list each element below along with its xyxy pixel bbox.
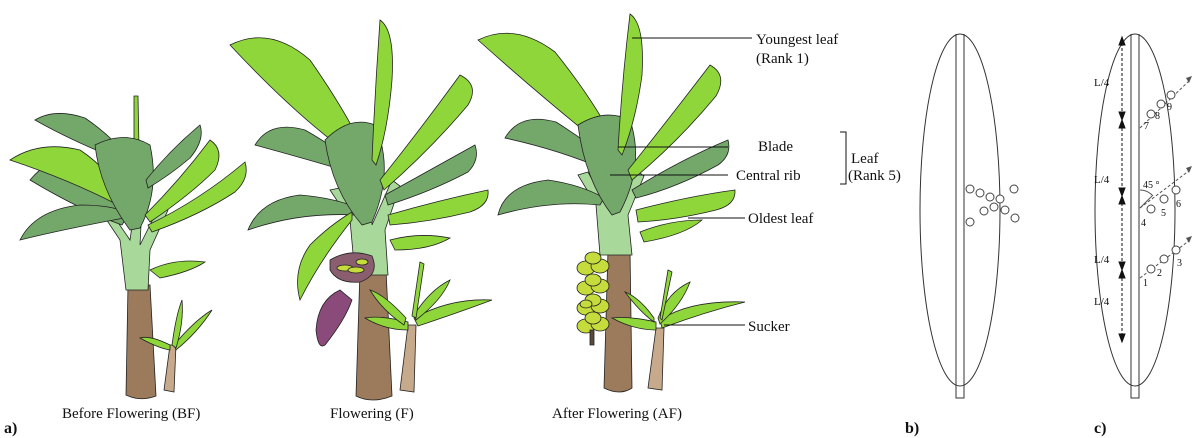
leaf-blade: [636, 190, 735, 222]
central-rib-label: Central rib: [736, 168, 801, 184]
sucker: [648, 328, 664, 390]
point-8: [1157, 100, 1165, 108]
segment-label: L/4: [1094, 254, 1110, 266]
blade-label: Blade: [758, 139, 793, 155]
caption-after-flowering: After Flowering (AF): [552, 406, 682, 422]
point-9: [1167, 91, 1175, 99]
panel-label-a: a): [4, 420, 17, 437]
point-number: 6: [1176, 199, 1181, 210]
leaf-rank-label: (Rank 5): [848, 168, 901, 184]
sampling-points-b: [966, 185, 1019, 226]
leaf-blade: [150, 261, 205, 278]
point-number: 3: [1177, 258, 1182, 269]
midrib: [1131, 34, 1139, 398]
panel-label-c: c): [1094, 420, 1106, 437]
segment-label: L/4: [1094, 77, 1110, 89]
point-number: 4: [1141, 218, 1146, 229]
youngest-leaf-rank-label: (Rank 1): [756, 51, 809, 67]
banana-stalk: [590, 330, 594, 345]
point-number: 2: [1157, 268, 1162, 279]
length-markers: [1119, 37, 1125, 342]
sucker-label: Sucker: [748, 319, 790, 335]
plant-before-flowering: [10, 96, 246, 399]
leaf-diagram-b: [920, 34, 1000, 398]
oldest-leaf-label: Oldest leaf: [748, 211, 813, 227]
leaf-blade: [390, 235, 450, 250]
arrow-down: [1119, 334, 1125, 342]
sucker: [164, 345, 176, 392]
youngest-leaf-label: Youngest leaf: [756, 32, 838, 48]
segment-label: L/4: [1094, 174, 1110, 186]
point-7: [1147, 110, 1155, 118]
point-number: 8: [1155, 111, 1160, 122]
plant-flowering: [230, 20, 492, 400]
panel-label-b: b): [905, 420, 919, 437]
leaf-bracket: [840, 132, 846, 184]
caption-flowering: Flowering (F): [330, 406, 414, 422]
sucker: [400, 325, 416, 392]
leaf-label: Leaf: [851, 151, 878, 167]
point-number: 9: [1167, 102, 1172, 113]
point-number: 1: [1143, 278, 1148, 289]
point-number: 5: [1161, 208, 1166, 219]
direction-arrows: [1186, 76, 1192, 243]
plant-after-flowering: [478, 14, 745, 392]
point-3: [1172, 246, 1180, 254]
segment-label: L/4: [1094, 296, 1110, 308]
banana-bunch: [577, 252, 609, 333]
angle-label: 45 °: [1143, 180, 1160, 191]
point-5: [1160, 195, 1168, 203]
sampling-lines-c: [1140, 80, 1190, 278]
point-2: [1160, 255, 1168, 263]
leaf-blade: [640, 220, 702, 242]
flower-bud: [316, 290, 352, 346]
point-number: 7: [1144, 121, 1149, 132]
point-6: [1172, 186, 1180, 194]
midrib: [956, 34, 964, 398]
pseudostem: [356, 270, 392, 400]
point-1: [1147, 265, 1155, 273]
point-4: [1147, 205, 1155, 213]
caption-before-flowering: Before Flowering (BF): [62, 406, 200, 422]
leaf-blade: [372, 20, 393, 165]
